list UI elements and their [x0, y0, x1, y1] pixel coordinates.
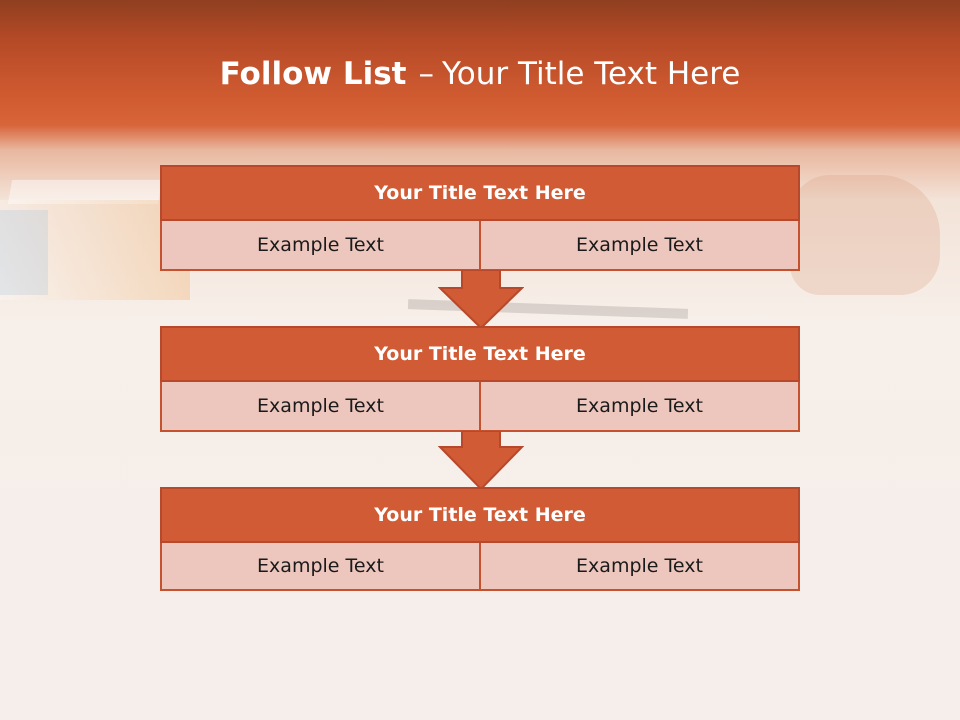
slide-title-bold: Follow List [219, 56, 407, 92]
background-photo-book-spine [0, 210, 48, 295]
down-arrow-icon [438, 431, 524, 491]
block-cell-left: Example Text [160, 382, 481, 432]
list-block-1: Your Title Text Here Example Text Exampl… [160, 165, 800, 271]
slide-title-rest: Your Title Text Here [441, 56, 741, 92]
block-cell-left: Example Text [160, 543, 481, 591]
block-cell-right: Example Text [481, 221, 800, 271]
block-row: Example Text Example Text [160, 543, 800, 591]
block-title: Your Title Text Here [160, 487, 800, 543]
list-block-3: Your Title Text Here Example Text Exampl… [160, 487, 800, 591]
slide-title: Follow List–Your Title Text Here [0, 56, 960, 92]
block-cell-left: Example Text [160, 221, 481, 271]
block-title: Your Title Text Here [160, 165, 800, 221]
block-cell-right: Example Text [481, 543, 800, 591]
block-row: Example Text Example Text [160, 382, 800, 432]
slide-title-dash: – [418, 56, 434, 92]
block-title: Your Title Text Here [160, 326, 800, 382]
background-photo-book [0, 200, 190, 300]
list-block-2: Your Title Text Here Example Text Exampl… [160, 326, 800, 432]
block-cell-right: Example Text [481, 382, 800, 432]
background-photo-hand [790, 175, 940, 295]
down-arrow-icon [438, 270, 524, 330]
block-row: Example Text Example Text [160, 221, 800, 271]
